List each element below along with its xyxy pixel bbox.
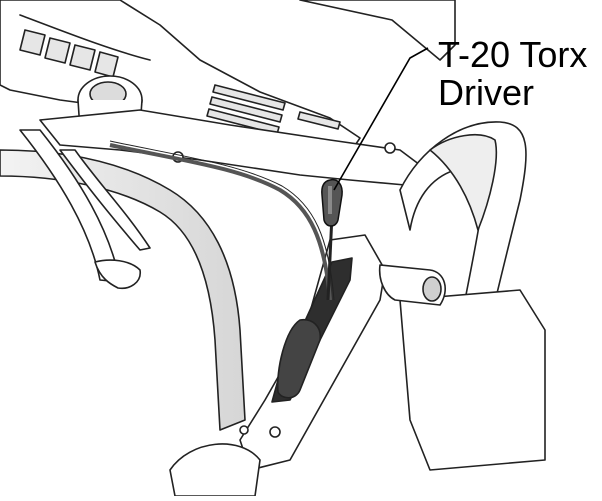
upper-panel xyxy=(299,0,456,61)
right-bracket-screw xyxy=(384,142,396,154)
left-leg-inner xyxy=(59,149,151,251)
callout-line-2: Driver xyxy=(438,72,534,113)
driver-handle-highlight xyxy=(328,186,332,214)
callout-label: T-20 Torx Driver xyxy=(438,36,587,112)
bottom-screw xyxy=(269,426,281,438)
callout-leader-line xyxy=(333,47,429,191)
clamp-hole xyxy=(422,276,442,302)
cable xyxy=(109,143,332,301)
housing-vent-slots xyxy=(19,29,341,135)
cable-highlight xyxy=(109,140,335,301)
right-arch-inner xyxy=(429,134,498,231)
bottom-knuckle xyxy=(169,443,261,497)
torx-driver xyxy=(321,178,343,301)
battery-pack xyxy=(276,318,322,399)
callout-line-1: T-20 Torx xyxy=(438,34,588,75)
left-leg-foot xyxy=(94,259,141,290)
lower-left-screw xyxy=(239,425,249,435)
driver-shaft xyxy=(326,214,334,301)
housing-inner-rim xyxy=(19,14,151,61)
left-curved-tube xyxy=(0,149,246,431)
right-lower-block xyxy=(399,289,546,471)
